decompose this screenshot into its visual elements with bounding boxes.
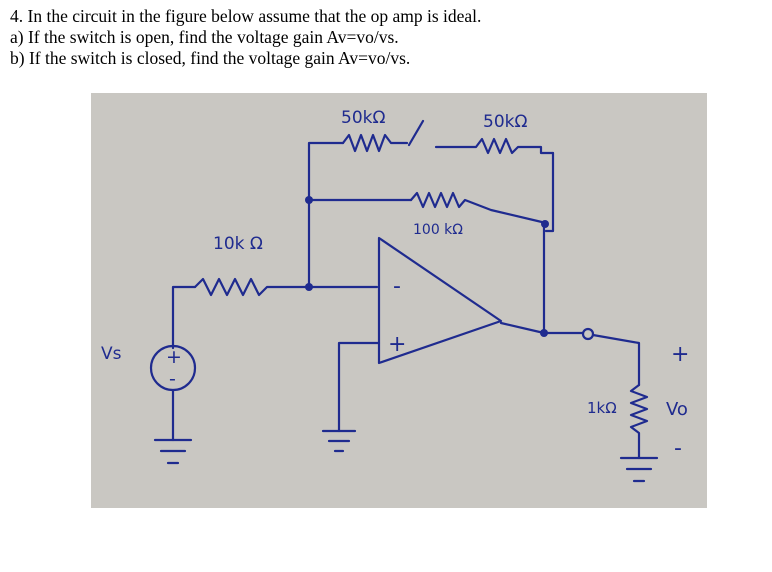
label-r-top-left: 50kΩ — [341, 108, 385, 128]
label-out-vo: Vo — [666, 399, 688, 420]
wire-top-left-vertical — [307, 141, 345, 288]
switch — [407, 119, 425, 147]
junction-top-left — [305, 196, 313, 204]
label-r-load: 1kΩ — [587, 399, 617, 417]
problem-statement: 4. In the circuit in the figure below as… — [10, 6, 750, 69]
label-r-input: 10k Ω — [213, 234, 263, 254]
ground-opamp — [321, 429, 357, 453]
resistor-load — [629, 383, 649, 460]
label-opamp-plus: + — [388, 332, 406, 357]
wire-input-source-up — [171, 285, 197, 350]
problem-part-b: b) If the switch is closed, find the vol… — [10, 48, 411, 68]
junction-inverting — [305, 283, 313, 291]
wire-top-right-vertical — [544, 151, 555, 233]
problem-heading: 4. In the circuit in the figure below as… — [10, 6, 482, 26]
resistor-top-right — [434, 137, 555, 155]
resistor-input — [193, 277, 311, 297]
circuit-photo: 50kΩ 50kΩ 100 kΩ 10k Ω 1kΩ Vs + - - + + … — [91, 93, 707, 508]
label-source-plus: + — [166, 346, 182, 368]
wire-noninverting-input — [337, 341, 381, 433]
label-out-minus: - — [674, 436, 682, 461]
problem-part-a: a) If the switch is open, find the volta… — [10, 27, 399, 47]
junction-feedback-right — [541, 220, 549, 228]
resistor-top-left — [341, 133, 409, 153]
circuit-diagram: 50kΩ 50kΩ 100 kΩ 10k Ω 1kΩ Vs + - - + + … — [101, 108, 689, 483]
label-source-minus: - — [169, 368, 176, 390]
label-r-feedback: 100 kΩ — [413, 222, 463, 238]
label-source: Vs — [101, 344, 122, 364]
wire-output-to-load — [591, 333, 641, 387]
label-r-top-right: 50kΩ — [483, 112, 527, 132]
ground-load — [619, 456, 659, 483]
resistor-feedback — [409, 191, 548, 225]
ground-source — [153, 438, 193, 465]
label-opamp-minus: - — [393, 274, 401, 299]
output-terminal — [581, 327, 595, 341]
junction-output — [540, 329, 548, 337]
label-out-plus: + — [671, 342, 689, 367]
opamp-triangle — [377, 236, 503, 365]
